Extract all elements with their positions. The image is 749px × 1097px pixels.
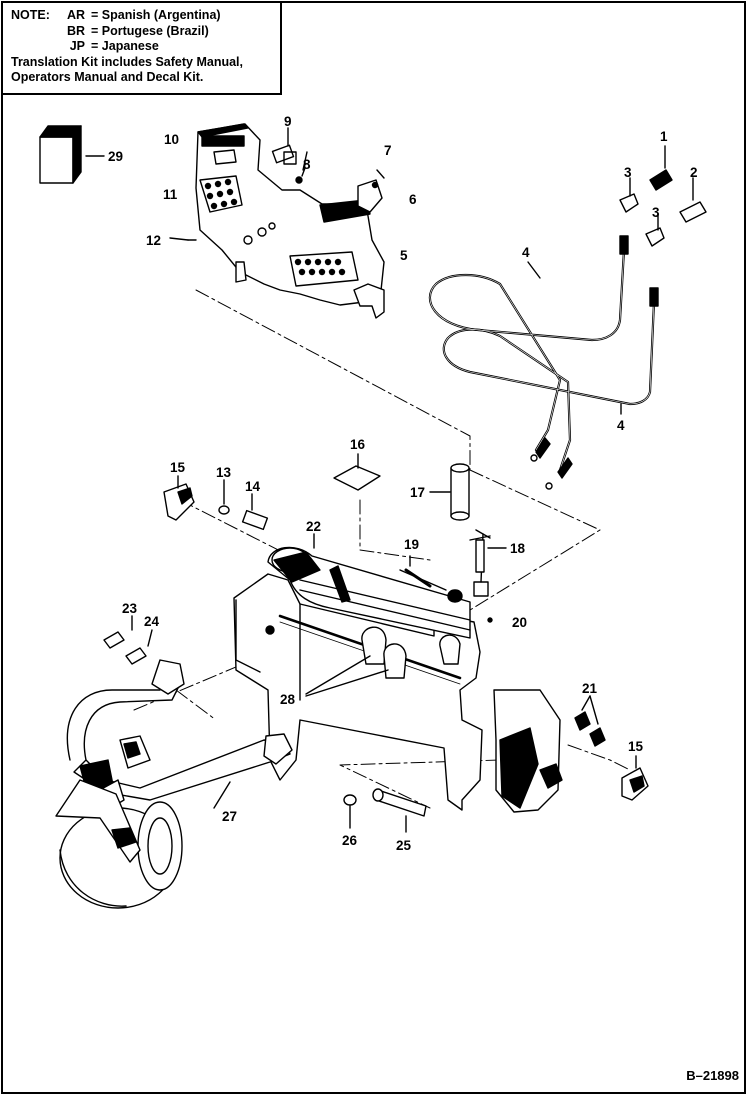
callout-3a: 3 <box>624 165 632 180</box>
callout-10: 10 <box>164 132 179 147</box>
callout-26: 26 <box>342 833 358 848</box>
kit-line-2: Operators Manual and Decal Kit. <box>11 70 204 85</box>
callout-8: 8 <box>303 157 311 172</box>
callout-19: 19 <box>404 537 419 552</box>
control-panel-assembly <box>169 123 385 319</box>
main-frame <box>233 529 563 813</box>
callout-6: 6 <box>409 192 417 207</box>
callout-9: 9 <box>284 114 292 129</box>
language-code: AR <box>66 8 85 22</box>
small-hardware <box>271 127 385 189</box>
note-row-2: JP = Japanese <box>11 39 280 55</box>
decal <box>333 465 381 491</box>
callout-4b: 4 <box>617 418 625 433</box>
language-code: JP <box>69 39 85 54</box>
note-box: NOTE: AR = Spanish (Argentina) BR = Portuge… <box>2 2 282 95</box>
callout-24: 24 <box>144 614 160 629</box>
callout-28: 28 <box>280 692 296 707</box>
callout-2: 2 <box>690 165 698 180</box>
callout-15a: 15 <box>170 460 186 475</box>
left-mount-hardware <box>163 475 315 549</box>
note-heading: NOTE: <box>11 8 50 22</box>
callout-25: 25 <box>396 838 412 853</box>
language-name: Portugese (Brazil) <box>101 23 209 38</box>
callout-21: 21 <box>582 681 598 696</box>
callout-16: 16 <box>350 437 366 452</box>
callout-29: 29 <box>108 149 123 164</box>
callout-7: 7 <box>384 143 392 158</box>
callout-labels: 29 10 9 8 7 6 11 12 5 1 3 2 3 4 4 16 15 … <box>108 114 698 853</box>
callout-3b: 3 <box>652 205 660 220</box>
callout-4a: 4 <box>522 245 530 260</box>
hydraulic-hoses <box>428 145 707 490</box>
callout-14: 14 <box>245 479 261 494</box>
language-name: Japanese <box>101 39 159 54</box>
callout-12: 12 <box>146 233 161 248</box>
manual-kit <box>39 125 105 184</box>
right-mount-hardware <box>574 695 649 801</box>
callout-13: 13 <box>216 465 232 480</box>
callout-22: 22 <box>306 519 321 534</box>
callout-11: 11 <box>163 187 178 202</box>
note-row-1: BR = Portugese (Brazil) <box>11 24 280 40</box>
hitch-pin <box>343 788 427 833</box>
cylinder <box>404 463 507 588</box>
callout-5: 5 <box>400 248 408 263</box>
callout-18: 18 <box>510 541 526 556</box>
language-code: BR <box>66 23 85 38</box>
warning-tags <box>103 615 153 665</box>
equals-sign: = <box>91 23 99 38</box>
language-name: Spanish (Argentina) <box>101 8 221 22</box>
callout-17: 17 <box>410 485 425 500</box>
callout-15b: 15 <box>628 739 644 754</box>
callout-1: 1 <box>660 129 668 144</box>
caster-wheel-assembly <box>55 659 293 909</box>
callout-27: 27 <box>222 809 237 824</box>
callout-20: 20 <box>512 615 527 630</box>
callout-23: 23 <box>122 601 138 616</box>
equals-sign: = <box>91 39 99 54</box>
kit-line-1: Translation Kit includes Safety Manual, <box>11 54 243 69</box>
drawing-number: B–21898 <box>686 1068 739 1083</box>
equals-sign: = <box>91 8 99 22</box>
note-row-0: NOTE: AR = Spanish (Argentina) <box>11 8 280 24</box>
